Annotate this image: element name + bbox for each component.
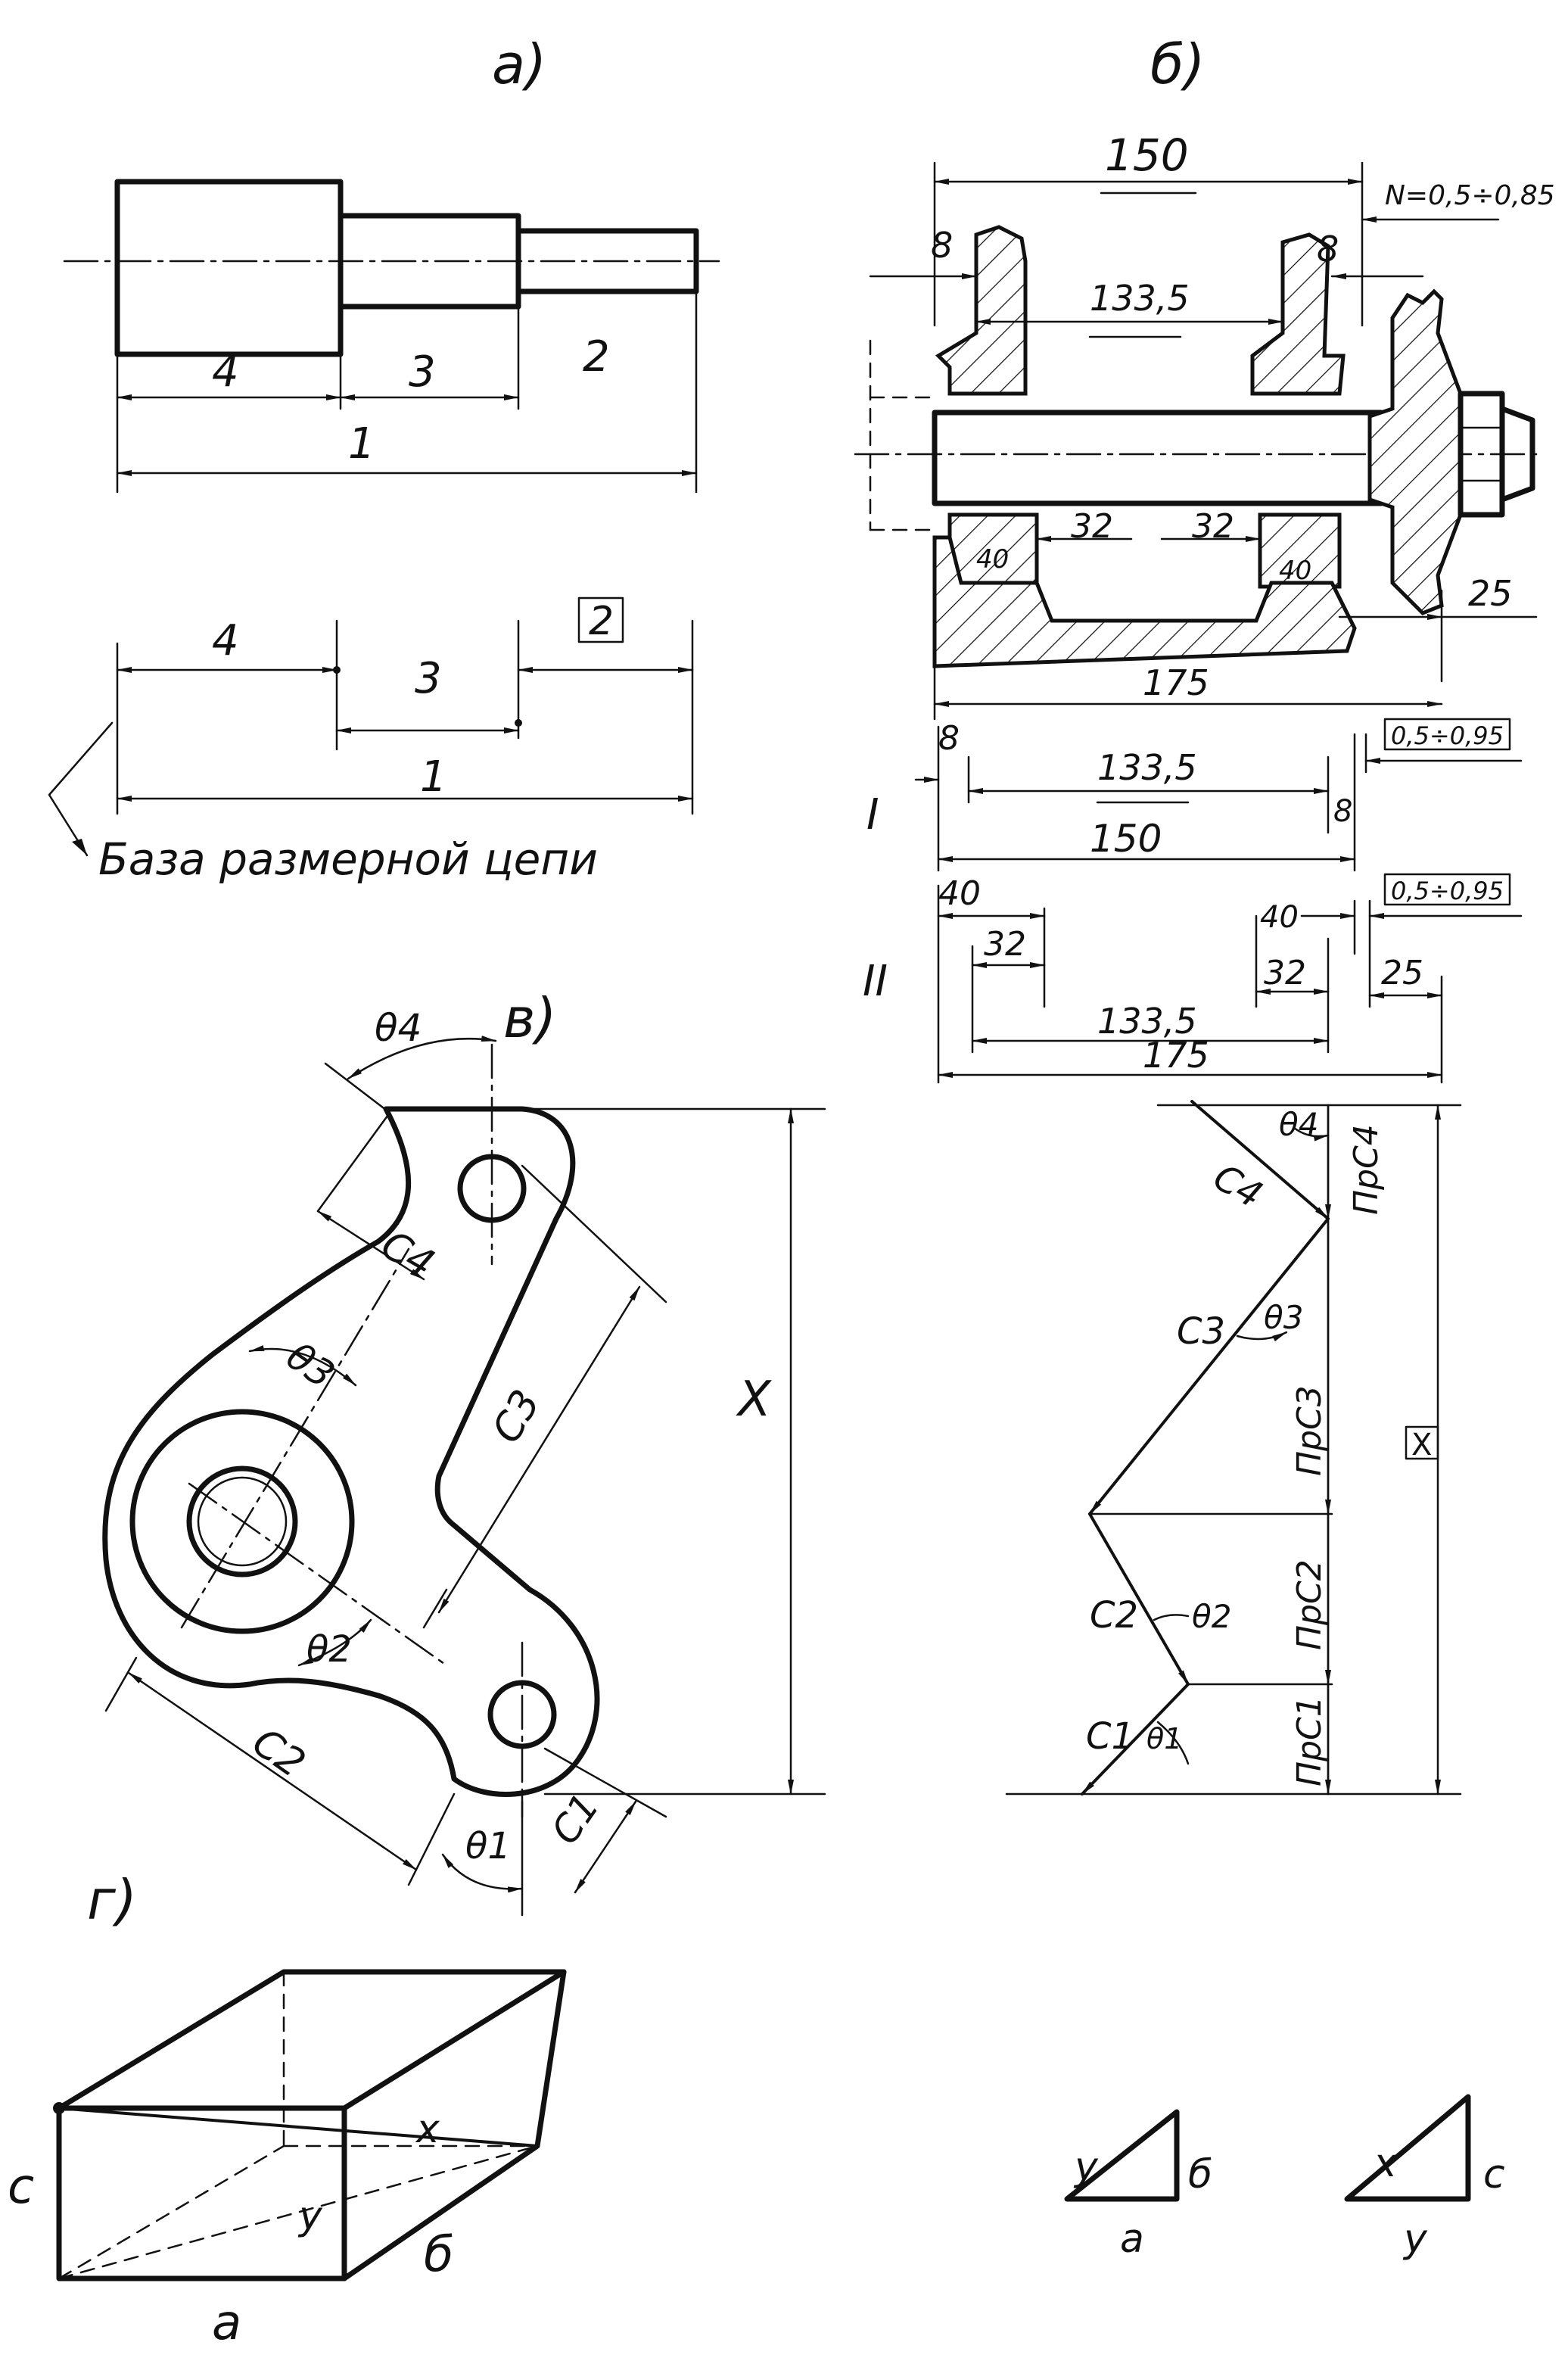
panel-label-b: б) — [1150, 33, 1206, 96]
dim-b-gap: N=0,5÷0,85 — [1385, 180, 1555, 211]
dim-b-25: 25 — [1468, 573, 1513, 614]
vec-angle-theta1: θ1 — [1146, 1722, 1182, 1755]
dim-b-8-right: 8 — [1317, 229, 1339, 269]
link-c1: C1 — [543, 1786, 608, 1852]
dim-a-2: 2 — [583, 332, 610, 382]
dim-b-150: 150 — [1105, 129, 1189, 181]
chain-i-closing: 0,5÷0,95 — [1391, 721, 1504, 750]
chain-ii-25: 25 — [1381, 954, 1423, 992]
link-c2: C2 — [244, 1719, 313, 1786]
chain-ii-40-left: 40 — [938, 874, 981, 913]
proj-c3: ПрC3 — [1290, 1385, 1329, 1476]
dim-b-32-left: 32 — [1071, 507, 1113, 546]
panel-label-g: г) — [87, 1868, 137, 1932]
panel-a-dimension-chain: 4 3 2 1 База размерной цепи — [48, 596, 694, 885]
vec-link-c1: C1 — [1086, 1715, 1134, 1758]
panel-b-assembly: 150 N=0,5÷0,85 8 8 133,5 32 32 40 40 25 … — [854, 129, 1555, 721]
chain-a-3: 3 — [415, 654, 442, 703]
link-c4: C4 — [374, 1222, 442, 1288]
vector-diagram: X C4 C3 C2 C1 θ4 θ3 θ2 θ1 ПрC4 ПрC3 ПрC2… — [1005, 1100, 1462, 1796]
angle-theta1: θ1 — [465, 1825, 511, 1867]
chain-ii-32-right: 32 — [1264, 954, 1306, 992]
chain-ii-40-right: 40 — [1260, 900, 1299, 935]
angle-theta2: θ2 — [306, 1628, 352, 1671]
panel-v-lever: X C4 θ4 C3 θ3 C2 θ2 C1 θ1 — [102, 1006, 826, 1917]
dim-b-8-left: 8 — [931, 225, 953, 266]
tri1-vert: б — [1188, 2152, 1212, 2197]
dim-b-40-left: 40 — [976, 544, 1009, 575]
proj-c1: ПрC1 — [1290, 1696, 1329, 1786]
chain-a-1: 1 — [420, 752, 447, 802]
panel-b-chain-i: I 8 133,5 8 150 0,5÷0,95 — [866, 718, 1523, 872]
chain-ii-32-left: 32 — [984, 925, 1026, 964]
vec-angle-theta4: θ4 — [1279, 1106, 1318, 1143]
dim-b-32-right: 32 — [1192, 507, 1234, 546]
triangle-2: x c y — [1344, 2094, 1505, 2262]
dim-a-1: 1 — [348, 419, 375, 469]
dim-a-4: 4 — [212, 347, 239, 397]
proj-c2: ПрC2 — [1290, 1559, 1329, 1650]
dim-b-40-right: 40 — [1279, 556, 1311, 586]
tri1-horiz: a — [1120, 2216, 1144, 2262]
triangle-1: y б a — [1064, 2109, 1212, 2262]
chain-ii-label: II — [863, 957, 888, 1006]
chain-ii-175: 175 — [1143, 1035, 1209, 1076]
chain-ii-closing: 0,5÷0,95 — [1391, 877, 1504, 905]
edge-c: c — [8, 2159, 34, 2215]
chain-i-label: I — [866, 790, 879, 839]
dim-b-133-5: 133,5 — [1090, 278, 1190, 319]
vec-link-c4: C4 — [1206, 1156, 1269, 1217]
chain-i-8-right: 8 — [1333, 794, 1352, 829]
edge-x: x — [415, 2107, 440, 2152]
edge-a: a — [212, 2295, 241, 2351]
vector-closing-x: X — [1411, 1428, 1432, 1462]
tri2-hyp: x — [1372, 2141, 1398, 2186]
dim-a-3: 3 — [409, 347, 436, 397]
dim-b-175: 175 — [1143, 662, 1209, 703]
chain-i-133-5: 133,5 — [1097, 747, 1197, 788]
tri2-horiz: y — [1402, 2216, 1428, 2262]
panel-label-a: а) — [492, 33, 546, 96]
tri2-vert: c — [1483, 2152, 1505, 2197]
base-label: База размерной цепи — [98, 833, 598, 885]
panel-a-shaft: 4 3 2 1 — [63, 179, 720, 494]
vec-link-c3: C3 — [1177, 1310, 1225, 1353]
chain-a-4: 4 — [212, 616, 239, 665]
link-c3: C3 — [484, 1382, 549, 1450]
angle-theta4: θ4 — [375, 1006, 422, 1050]
edge-b: б — [424, 2227, 453, 2283]
tri1-hyp: y — [1073, 2144, 1099, 2190]
panel-g-box: c a б x y — [8, 1969, 567, 2351]
chain-i-8-left: 8 — [938, 719, 960, 758]
chain-ii-133-5: 133,5 — [1097, 1001, 1197, 1042]
chain-i-150: 150 — [1090, 817, 1162, 861]
panel-b-chain-ii: II 40 32 40 32 25 133,5 175 0,5÷0,95 — [863, 873, 1523, 1084]
vec-link-c2: C2 — [1090, 1594, 1138, 1637]
angle-theta3: θ3 — [278, 1334, 342, 1397]
vec-angle-theta3: θ3 — [1264, 1299, 1303, 1336]
edge-y: y — [297, 2194, 323, 2239]
vec-angle-theta2: θ2 — [1192, 1598, 1231, 1635]
panel-label-v: в) — [503, 986, 557, 1050]
proj-c4: ПрC4 — [1347, 1124, 1386, 1215]
closing-x: X — [736, 1372, 772, 1428]
chain-a-2-boxed: 2 — [589, 599, 614, 644]
